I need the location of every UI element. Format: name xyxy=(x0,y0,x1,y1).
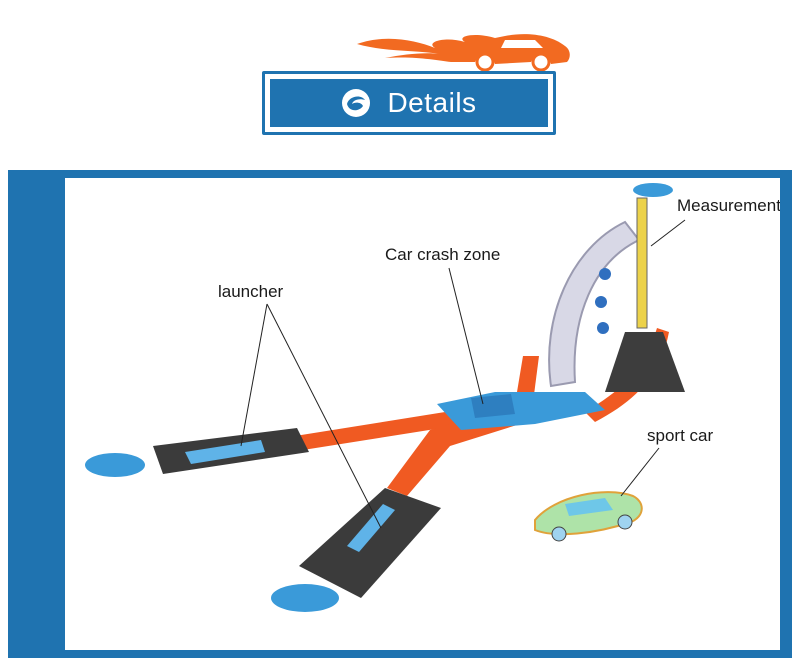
loop-top-disk xyxy=(633,183,673,197)
track-set-illustration xyxy=(85,183,686,612)
launcher-lower-base xyxy=(299,488,441,598)
header: Details xyxy=(0,0,800,150)
details-banner-inner: Details xyxy=(270,79,548,127)
callout-line-measurement xyxy=(650,219,686,247)
callout-line-launcher-lower xyxy=(266,303,382,529)
product-frame: Measurement Car crash zone launcher spor… xyxy=(8,170,792,658)
crash-hub xyxy=(437,392,605,430)
measurement-ruler xyxy=(636,197,648,329)
details-title: Details xyxy=(387,87,477,118)
product-photo: Measurement Car crash zone launcher spor… xyxy=(65,178,780,650)
launcher-lower-slot xyxy=(347,504,395,552)
callout-line-crash-zone xyxy=(448,267,484,405)
loop-peg xyxy=(599,268,611,280)
launcher-left-slot xyxy=(185,440,265,464)
loop-stand xyxy=(605,332,685,392)
callout-line-sport-car xyxy=(620,447,660,497)
flame-race-car-icon xyxy=(357,34,570,72)
callout-line-launcher-left xyxy=(240,303,268,447)
sport-car xyxy=(534,491,643,542)
swirl-icon xyxy=(342,89,371,117)
crash-hub-center xyxy=(471,394,515,418)
launcher-lower-disk xyxy=(271,584,339,612)
loop-peg xyxy=(595,296,607,308)
launcher-left-disk xyxy=(85,453,145,477)
label-crash-zone: Car crash zone xyxy=(385,245,501,264)
label-sport-car: sport car xyxy=(647,426,714,445)
track-lower xyxy=(387,408,520,496)
loop-arch xyxy=(548,220,641,388)
loop-peg xyxy=(597,322,609,334)
label-launcher: launcher xyxy=(218,282,284,301)
label-measurement: Measurement xyxy=(677,196,780,215)
details-banner: Details xyxy=(262,71,556,135)
